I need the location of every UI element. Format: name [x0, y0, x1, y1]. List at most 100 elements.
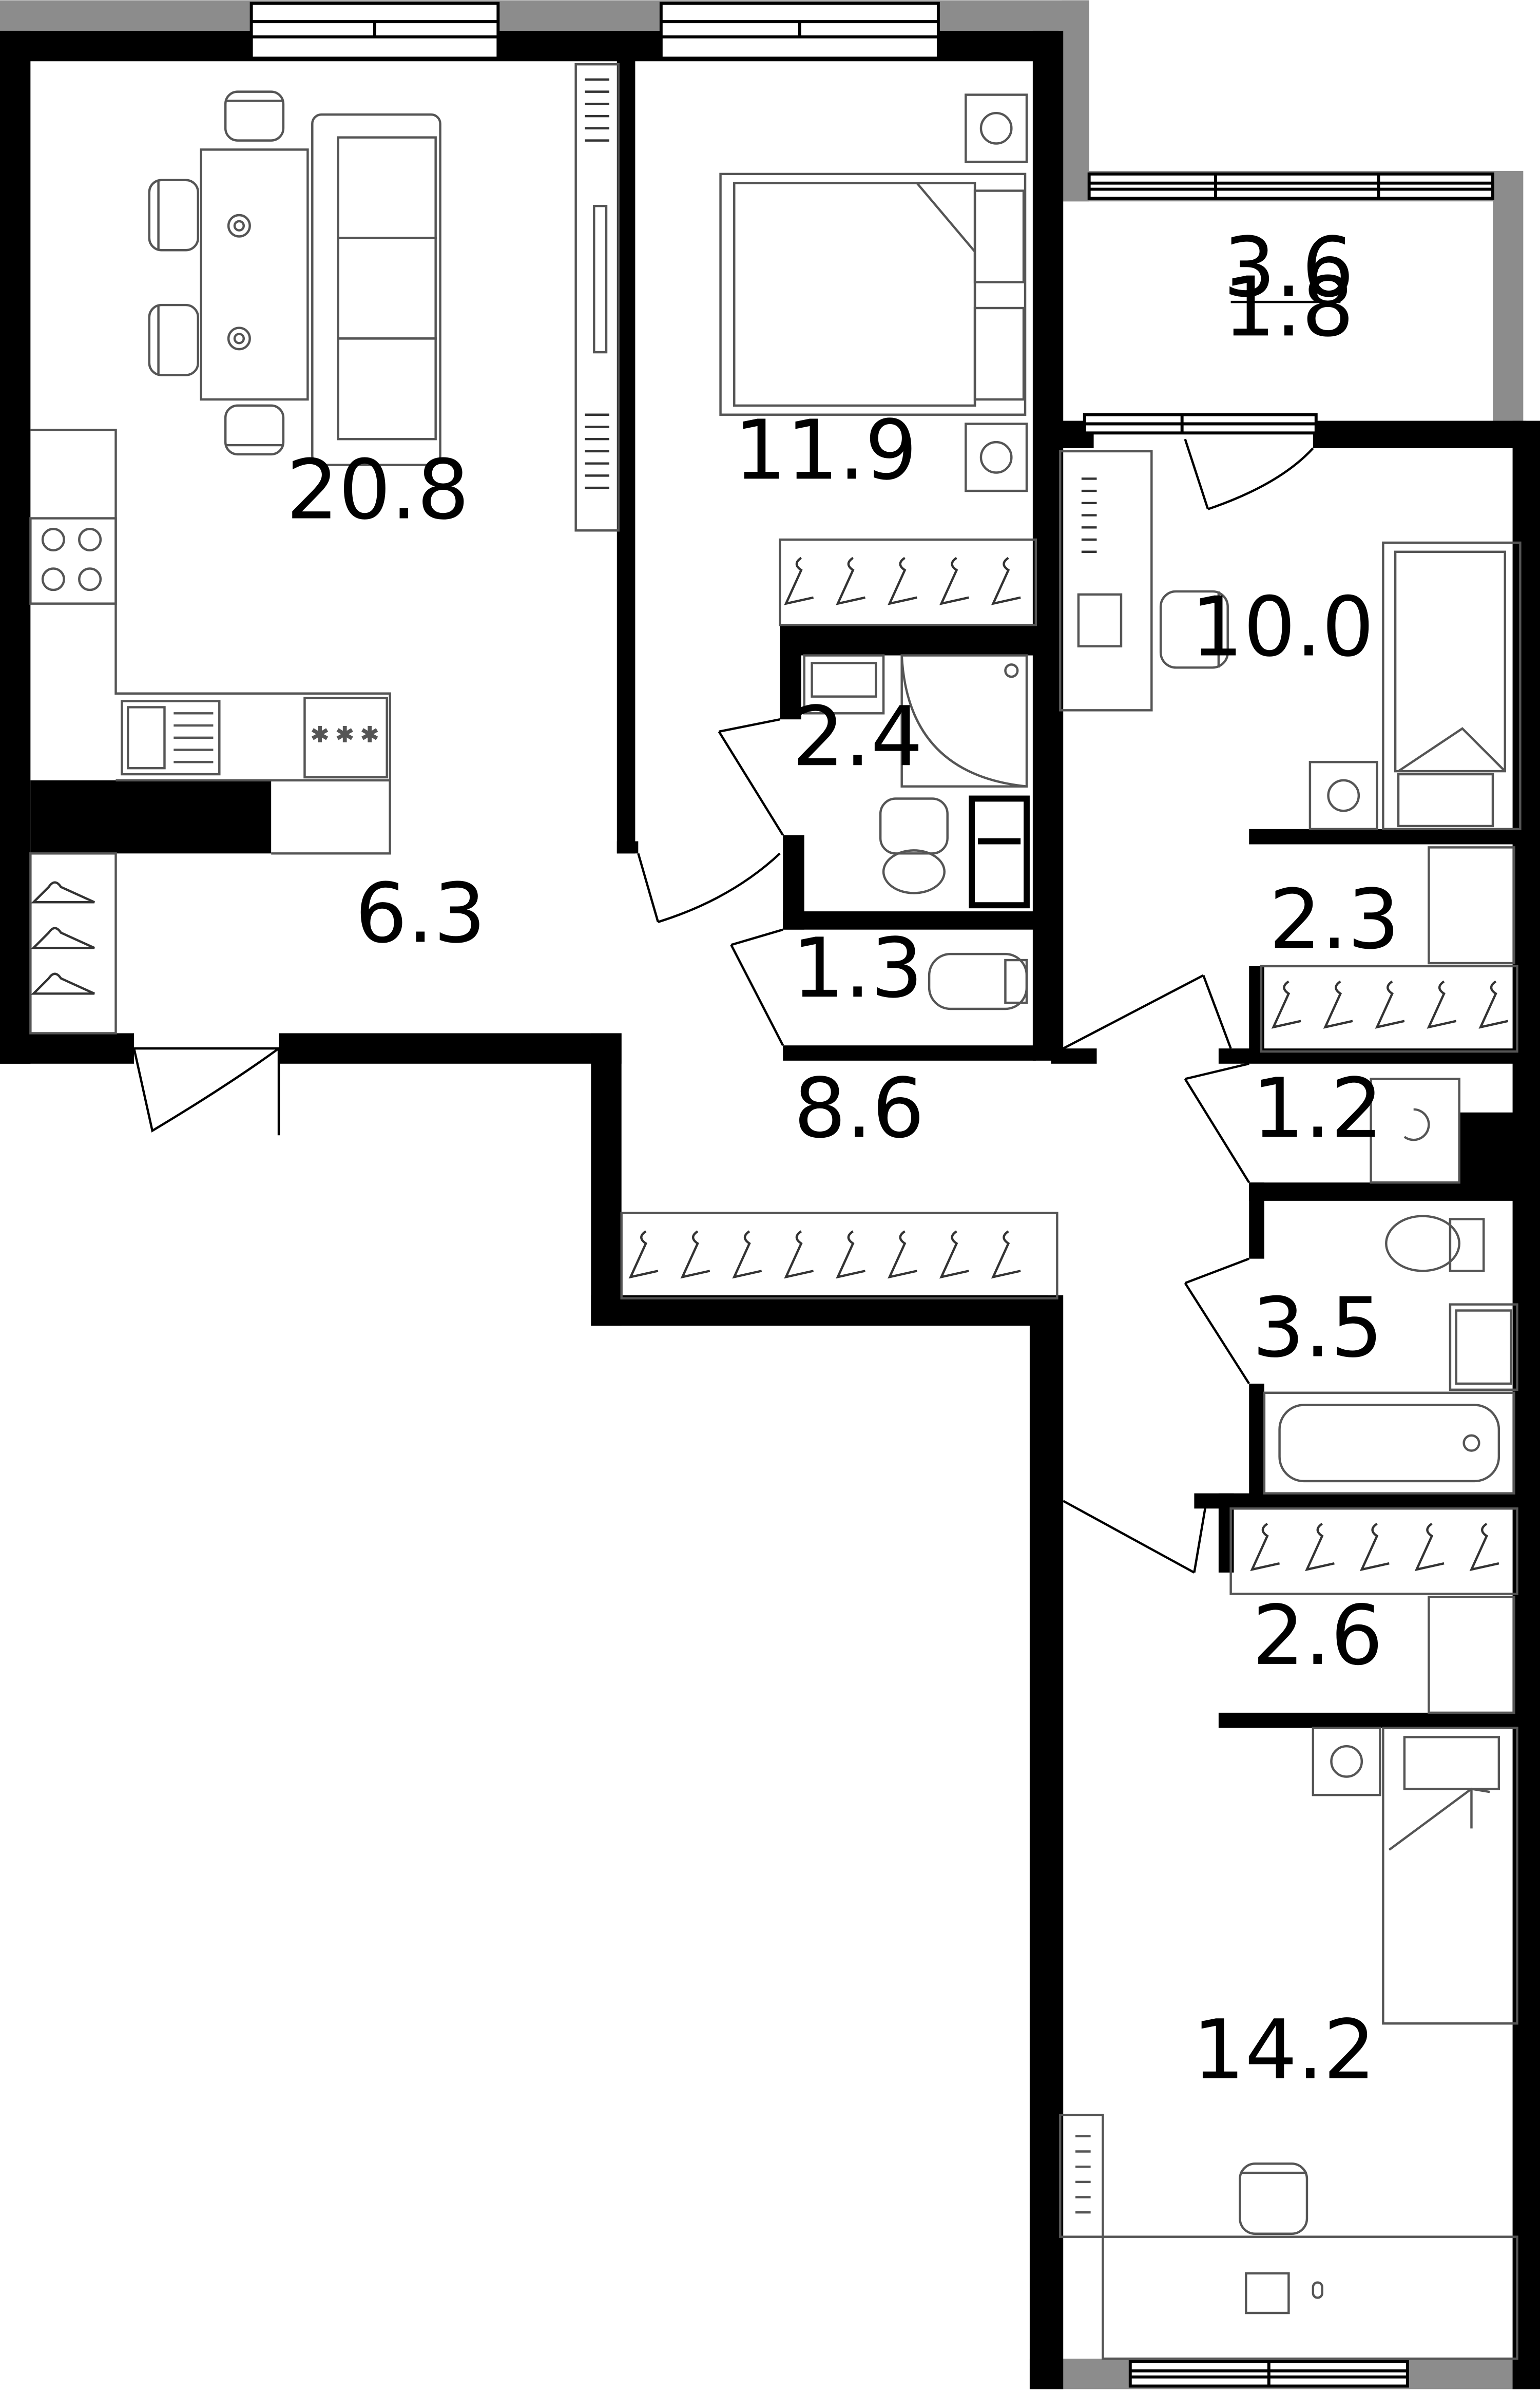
hanger-icon: [680, 1230, 710, 1279]
hanger-icon: [1478, 980, 1509, 1029]
nightstand-icon: [1308, 761, 1378, 831]
door-swing-icon[interactable]: [1184, 438, 1314, 510]
desk-icon: [1059, 450, 1153, 712]
door-swing-icon[interactable]: [718, 718, 784, 836]
radiator-icon: [585, 78, 609, 142]
radiator-icon: [1081, 477, 1097, 553]
bathtub-icon: [1263, 1391, 1515, 1495]
hanger-icon: [30, 881, 95, 904]
wall-shower-bottom: [783, 911, 1036, 930]
hanger-icon: [939, 1230, 969, 1279]
wall-bottom-left: [0, 1033, 134, 1064]
wardrobe-2-6: [1229, 1507, 1518, 1714]
washing-machine-icon: [969, 795, 1030, 909]
single-bed-icon: [1382, 541, 1522, 831]
shower-icon: [900, 654, 1028, 788]
window-bedroom-3: [1128, 2360, 1409, 2388]
door-swing-icon[interactable]: [1184, 1257, 1250, 1385]
hanger-icon: [30, 927, 95, 949]
furniture: * * *: [29, 63, 1522, 2360]
door-swing-icon[interactable]: [730, 928, 784, 1046]
hanger-icon: [991, 1230, 1021, 1279]
hanger-icon: [1305, 1523, 1335, 1572]
area-label-balcony-total: 3.6: [1223, 219, 1354, 315]
svg-text:* * *: * * *: [312, 722, 377, 757]
wall-shower-top: [780, 625, 1051, 656]
wall-balcony-bottom-2: [1313, 420, 1527, 448]
wall-living-bedroom: [617, 46, 636, 854]
washing-machine-icon: [1370, 1078, 1460, 1184]
dining-table-icon: [200, 148, 309, 401]
window-balcony: [1087, 172, 1494, 200]
hanger-icon: [30, 972, 95, 995]
door-swing-icon[interactable]: [132, 1047, 280, 1136]
desk-icon: [1102, 2235, 1518, 2360]
door-swing-icon[interactable]: [637, 852, 781, 923]
wardrobe-corridor: [620, 1212, 1058, 1300]
hob-icon: [29, 517, 117, 605]
area-label-living-kitchen: 20.8: [286, 442, 470, 538]
kitchen-counter: [30, 429, 391, 855]
exterior-wall-tower: [1062, 0, 1089, 202]
hanger-icon: [784, 1230, 814, 1279]
wall-bath-left-2: [1249, 1383, 1264, 1509]
hanger-icon: [784, 557, 814, 605]
wall-br2-bottom: [1249, 829, 1524, 845]
wall-bath-left: [1249, 1182, 1264, 1259]
wall-laundry-cabinet: [1459, 1112, 1514, 1186]
double-bed-icon: [719, 173, 1027, 416]
hangers: [30, 557, 1509, 1572]
area-label-wc-1: 1.3: [792, 920, 923, 1016]
toilet-icon: [928, 952, 1028, 1010]
wall-right-top: [1032, 30, 1064, 1061]
hanger-icon: [1414, 1523, 1445, 1572]
area-label-corridor: 8.6: [794, 1060, 925, 1156]
toilet-icon: [1385, 1215, 1485, 1272]
wall-corridor-bottom: [591, 1295, 1048, 1326]
sink-icon: [1449, 1303, 1518, 1391]
hanger-icon: [939, 557, 969, 605]
oven-icon: * * *: [303, 697, 388, 779]
toilet-icon: [879, 797, 949, 894]
area-label-wardrobe-2: 2.6: [1252, 1587, 1383, 1683]
wall-corridor-left: [591, 1033, 622, 1326]
hanger-icon: [1250, 1523, 1280, 1572]
hanger-icon: [732, 1230, 762, 1279]
wall-bedroom1-door-stub: [617, 841, 639, 854]
single-bed-icon: [1382, 1727, 1518, 2025]
wardrobe-rail-bedroom-1: [779, 538, 1037, 626]
hanger-icon: [628, 1230, 659, 1279]
hanger-icon: [1469, 1523, 1499, 1572]
wardrobe-entrance: [29, 852, 117, 1035]
hanger-icon: [836, 1230, 865, 1279]
hanger-icon: [836, 557, 865, 605]
radiator-icon: [585, 413, 609, 489]
room-labels: 20.8 11.9 2.4 1.3 6.3 8.6 10.0 2.3 1.2 3…: [286, 219, 1400, 2098]
area-label-bathroom-shower: 2.4: [792, 688, 923, 784]
chair-icon: [224, 90, 285, 142]
sink-icon: [803, 654, 885, 715]
hanger-icon: [888, 1230, 917, 1279]
radiator-icon: [1059, 2114, 1104, 2238]
nightstand-icon: [1312, 1727, 1381, 1796]
hanger-icon: [1375, 980, 1405, 1029]
windows: [249, 2, 1494, 2388]
door-swing-icon[interactable]: [1063, 974, 1232, 1050]
wall-wardrobe2-bottom: [1218, 1712, 1524, 1728]
area-label-bedroom-2: 10.0: [1191, 579, 1374, 675]
area-label-laundry: 1.2: [1252, 1060, 1383, 1156]
window-living: [249, 2, 500, 60]
sofa-icon: [311, 113, 441, 466]
hanger-icon: [1427, 980, 1457, 1029]
hanger-icon: [888, 557, 917, 605]
sink-icon: [121, 700, 221, 776]
door-swing-icon[interactable]: [1063, 1500, 1208, 1574]
wardrobe-2-3: [1260, 846, 1518, 1053]
chair-icon: [1159, 590, 1229, 669]
area-label-bedroom-1: 11.9: [734, 402, 917, 498]
hanger-icon: [1359, 1523, 1390, 1572]
door-swing-icon[interactable]: [1184, 1062, 1250, 1183]
hanger-icon: [1323, 980, 1353, 1029]
area-label-balcony-reduced: 1.8: [1223, 259, 1354, 355]
